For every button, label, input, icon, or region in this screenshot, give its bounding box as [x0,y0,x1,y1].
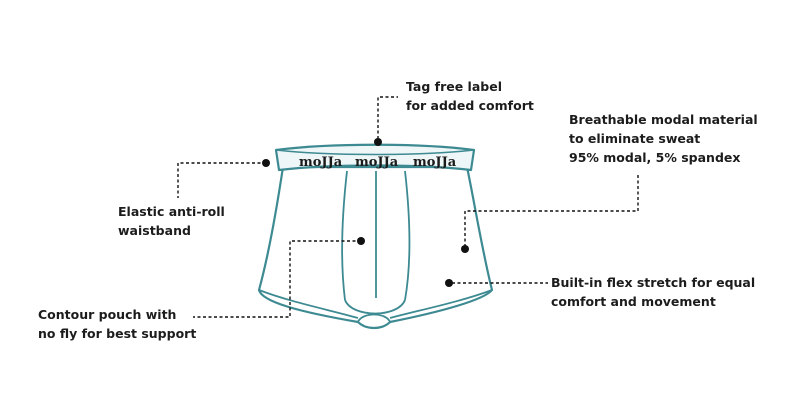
callout-tag-free-label: Tag free label for added comfort [406,77,534,115]
callout-line: to eliminate sweat [569,131,701,146]
callout-elastic-waistband: Elastic anti-roll waistband [118,202,225,240]
leg-opening-right [389,289,493,319]
leader-dot-icon [262,159,270,167]
pouch-bottom [344,299,406,315]
gusset [357,313,391,323]
callout-line: comfort and movement [551,294,716,309]
callout-line: Tag free label [406,79,502,94]
leg-opening-left [258,289,359,319]
callout-breathable-fabric: Breathable modal material to eliminate s… [569,110,758,167]
callout-line: for added comfort [406,98,534,113]
waistband-brand-right: moJJa [413,155,457,170]
leader-line-pouch [193,240,361,318]
pouch-seam-right [404,170,411,301]
callout-line: Breathable modal material [569,112,758,127]
pouch-seam-left [341,170,348,301]
callout-line: Built-in flex stretch for equal [551,275,756,290]
callout-line: Elastic anti-roll [118,204,225,219]
leader-dot-icon [374,138,382,146]
leader-dot-icon [357,237,365,245]
leader-line-waistband [177,162,266,198]
leader-dot-icon [445,279,453,287]
waistband-brand-left: moJJa [299,155,343,170]
callout-line: Contour pouch with [38,307,177,322]
callout-contour-pouch: Contour pouch with no fly for best suppo… [38,305,196,343]
leader-line-fabric [464,175,639,246]
waistband [274,143,476,172]
leader-dot-icon [461,245,469,253]
leader-line-tag [377,96,398,139]
waistband-rim [275,149,475,156]
callout-flex-stretch: Built-in flex stretch for equal comfort … [551,273,755,311]
callout-line: waistband [118,223,191,238]
callout-line: no fly for best support [38,326,197,341]
callout-line: 95% modal, 5% spandex [569,150,741,165]
waistband-brand-center: moJJa [355,155,399,170]
